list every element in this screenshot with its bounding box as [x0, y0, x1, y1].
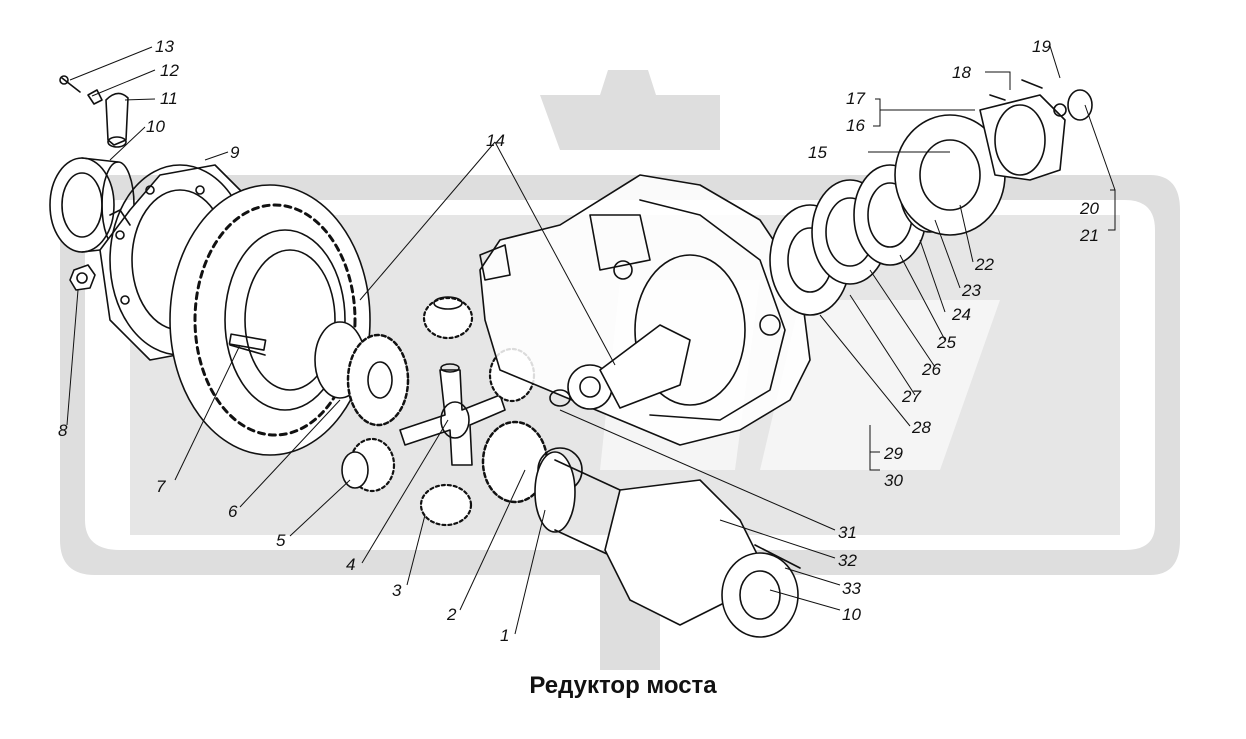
- callout-26: 26: [921, 360, 941, 379]
- leader-lines: [66, 45, 1116, 635]
- callout-25: 25: [936, 333, 956, 352]
- callout-10a: 10: [146, 117, 165, 136]
- callout-3: 3: [392, 581, 402, 600]
- nut-8: [69, 264, 96, 291]
- differential-housing: [479, 174, 811, 446]
- lower-gear-shaft: [481, 420, 801, 638]
- side-gear-6: [314, 321, 410, 427]
- callout-27: 27: [901, 387, 921, 406]
- callout-9: 9: [230, 143, 240, 162]
- callout-31: 31: [838, 523, 857, 542]
- breather-assembly: [59, 75, 129, 148]
- callout-32: 32: [838, 551, 857, 570]
- callout-11: 11: [160, 89, 178, 108]
- callout-1: 1: [500, 626, 509, 645]
- callout-23: 23: [961, 281, 981, 300]
- callout-6: 6: [228, 502, 238, 521]
- callout-16: 16: [846, 116, 865, 135]
- callout-19: 19: [1032, 37, 1051, 56]
- callout-5: 5: [276, 531, 286, 550]
- callout-30: 30: [884, 471, 903, 490]
- satellite-gears: [341, 296, 536, 527]
- differential-cross: [399, 363, 506, 466]
- callout-10b: 10: [842, 605, 861, 624]
- callout-18: 18: [952, 63, 971, 82]
- diagram-caption: Редуктор моста: [529, 672, 717, 699]
- output-flange: [894, 79, 1093, 236]
- ring-gear: [169, 184, 371, 456]
- callout-22: 22: [974, 255, 994, 274]
- callout-28: 28: [911, 418, 931, 437]
- callout-4: 4: [346, 555, 355, 574]
- callout-24: 24: [951, 305, 971, 324]
- callout-33: 33: [842, 579, 861, 598]
- callout-15: 15: [808, 143, 827, 162]
- drive-pinion: [549, 324, 691, 410]
- callout-29: 29: [883, 444, 903, 463]
- callout-20: 20: [1079, 199, 1099, 218]
- callout-17: 17: [846, 89, 865, 108]
- callout-21: 21: [1079, 226, 1099, 245]
- callout-12: 12: [160, 61, 179, 80]
- callout-13: 13: [155, 37, 174, 56]
- callout-8: 8: [58, 421, 68, 440]
- callout-2: 2: [446, 605, 457, 624]
- callout-labels: 13 12 11 10 9 8 7 6 5 4 3 2 1 14 10 33 3…: [58, 37, 1099, 645]
- left-bearing: [49, 157, 135, 253]
- callout-7: 7: [156, 477, 166, 496]
- callout-14: 14: [486, 131, 505, 150]
